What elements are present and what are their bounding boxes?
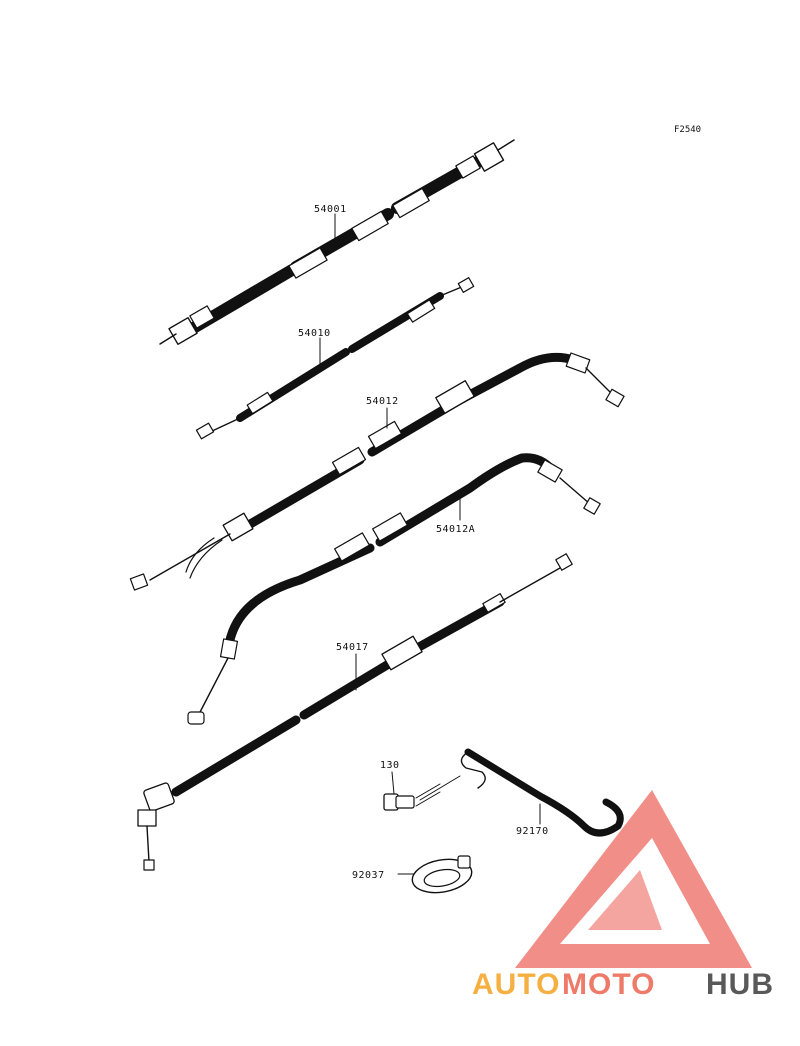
cable-54012[interactable]: [129, 352, 625, 591]
callout-92037: 92037: [352, 870, 385, 881]
cable-54010[interactable]: [195, 277, 475, 440]
watermark-hub: HUB: [706, 968, 774, 1001]
callout-130: 130: [380, 760, 400, 771]
cable-54017[interactable]: [137, 553, 573, 871]
cable-54012a[interactable]: [187, 453, 601, 725]
watermark-moto: MOTO: [562, 968, 655, 1001]
grommet-92037[interactable]: [397, 855, 474, 897]
watermark-auto: AUTO: [472, 968, 560, 1001]
bolt-130[interactable]: [383, 771, 461, 811]
watermark-logo: [515, 790, 752, 968]
callout-92170: 92170: [516, 826, 549, 837]
figure-code: F2540: [674, 125, 701, 135]
watermark-text: AUTO MOTO HUB: [472, 968, 774, 1001]
callout-54017: 54017: [336, 642, 369, 653]
watermark-inner-mark: [588, 870, 662, 930]
clamp-92170[interactable]: [460, 748, 624, 837]
watermark-triangle: [515, 790, 752, 968]
callout-54001: 54001: [314, 204, 347, 215]
callout-54012a: 54012A: [436, 524, 475, 535]
callout-54012: 54012: [366, 396, 399, 407]
cable-54001[interactable]: [159, 139, 515, 345]
callout-54010: 54010: [298, 328, 331, 339]
